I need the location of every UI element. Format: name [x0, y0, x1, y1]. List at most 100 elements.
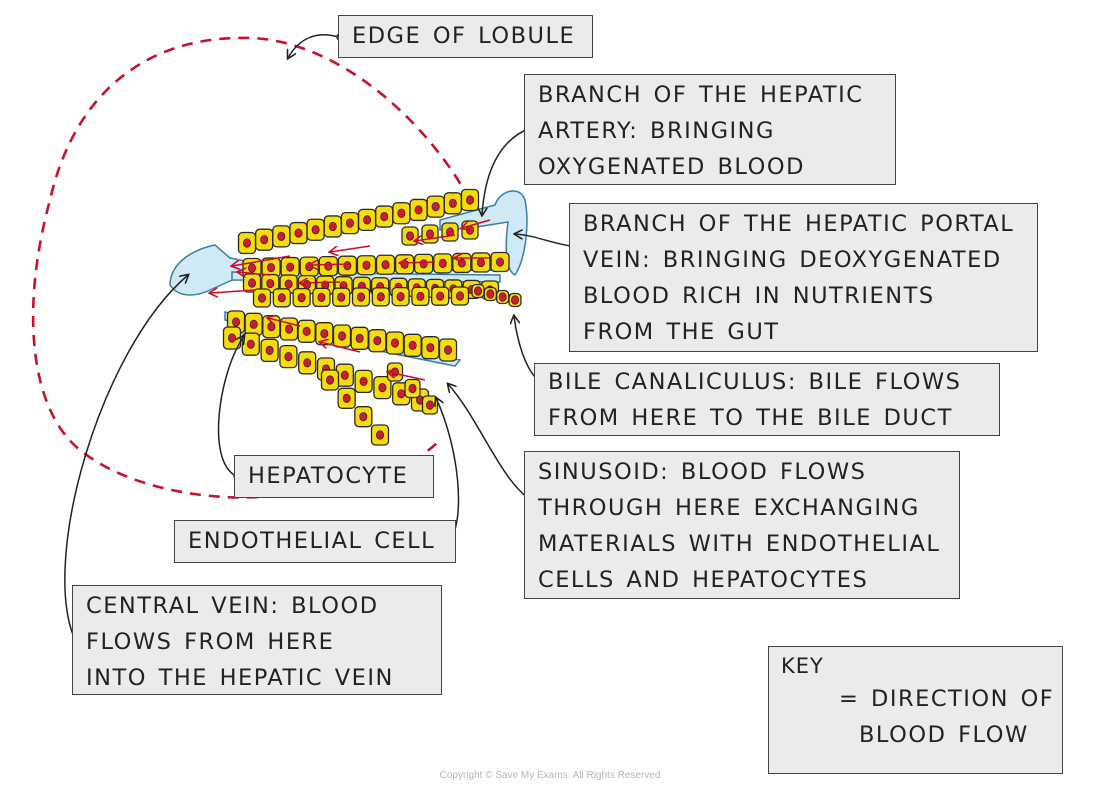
hepatocyte-nucleus [324, 261, 333, 271]
hepatocyte-nucleus [408, 340, 417, 350]
hepatocyte-nucleus [246, 339, 255, 349]
hepatocyte-nucleus [359, 412, 368, 422]
central-vein-label: CENTRAL VEIN: BLOOD FLOWS FROM HERE INTO… [72, 585, 442, 695]
hepatocyte-nucleus [284, 279, 293, 289]
key-line-2: BLOOD FLOW [859, 722, 1029, 748]
hepatocyte-nucleus [443, 345, 452, 355]
hepatocyte-nucleus [495, 257, 504, 267]
hepatocyte-nucleus [436, 291, 445, 301]
hepatic-artery-label: BRANCH OF THE HEPATIC ARTERY: BRINGING O… [524, 74, 896, 185]
hepatocyte-nucleus [355, 333, 364, 343]
hepatocyte-nucleus [302, 280, 311, 290]
hepatocyte-label: HEPATOCYTE [234, 455, 434, 498]
hepatocyte-nucleus [380, 211, 389, 222]
hepatocyte-nucleus [249, 319, 258, 329]
flow-arrow [310, 264, 351, 265]
hepatocyte-nucleus [337, 292, 346, 302]
flow-arrow [415, 234, 456, 241]
hepatocyte-cells [222, 188, 522, 446]
hepatocyte-nucleus [267, 262, 276, 273]
hepatocyte-nucleus [303, 358, 312, 368]
hepatocyte-nucleus [425, 400, 434, 410]
hepatocyte-nucleus [448, 198, 457, 208]
flow-arrow [320, 342, 361, 353]
hepatocyte-nucleus [284, 324, 293, 334]
hepatocyte-nucleus [302, 326, 311, 336]
edge-of-lobule-label: EDGE OF LOBULE [338, 15, 593, 58]
hepatocyte-nucleus [390, 367, 399, 377]
hepatocyte-nucleus [476, 257, 485, 268]
hepatocyte-nucleus [342, 393, 351, 403]
hepatocyte-nucleus [431, 202, 440, 212]
hepatocyte-nucleus [277, 231, 286, 241]
hepatocyte-nucleus [376, 292, 385, 302]
hepatocyte-nucleus [396, 291, 405, 302]
hepatocyte-nucleus [400, 259, 409, 269]
hepatocyte-nucleus [247, 278, 256, 288]
flow-arrow [210, 290, 256, 293]
hepatocyte-nucleus [294, 228, 303, 238]
hepatocyte-nucleus [247, 263, 256, 273]
flow-arrow [232, 255, 291, 266]
hepatocyte-nucleus [510, 295, 519, 305]
hepatocyte-nucleus [267, 322, 276, 332]
hepatocyte-nucleus [455, 291, 464, 301]
hepatocyte-nucleus [397, 208, 406, 218]
hepatocyte-nucleus [257, 293, 266, 303]
hepatocyte-nucleus [390, 338, 399, 348]
hepatocyte-nucleus [397, 389, 406, 399]
copyright-text: Copyright © Save My Exams. All Rights Re… [439, 770, 661, 781]
hepatocyte-nucleus [227, 333, 236, 343]
hepatocyte-nucleus [362, 260, 371, 270]
blood-flow-arrows [210, 219, 491, 381]
hepatocyte-nucleus [343, 261, 352, 271]
hepatocyte-nucleus [438, 258, 447, 268]
hepatocyte-nucleus [320, 329, 329, 339]
hepatocyte-nucleus [311, 225, 320, 235]
hepatocyte-nucleus [231, 317, 240, 327]
hepatocyte-nucleus [473, 286, 482, 296]
bile-canaliculus-label: BILE CANALICULUS: BILE FLOWS FROM HERE T… [534, 363, 1000, 436]
flow-arrow [400, 262, 436, 263]
flow-arrow [330, 245, 371, 252]
hepatocyte-nucleus [381, 260, 390, 270]
hepatocyte-nucleus [356, 292, 365, 302]
hepatocyte-nucleus [345, 218, 354, 228]
hepatocyte-nucleus [337, 331, 346, 341]
hepatocyte-nucleus [340, 370, 349, 380]
hepatocyte-nucleus [305, 262, 314, 272]
flow-arrow [462, 219, 491, 228]
hepatocyte-nucleus [419, 259, 428, 269]
hepatocyte-nucleus [375, 430, 384, 440]
key-line-1: = DIRECTION OF [839, 686, 1055, 712]
hepatocyte-nucleus [260, 235, 269, 245]
hepatocyte-nucleus [416, 291, 425, 301]
hepatocyte-nucleus [378, 382, 387, 393]
hepatocyte-nucleus [373, 336, 382, 346]
hepatocyte-nucleus [328, 221, 337, 232]
flow-arrow [268, 318, 301, 327]
hepatocyte-nucleus [414, 205, 423, 215]
hepatocyte-nucleus [465, 195, 474, 205]
hepatocyte-nucleus [359, 376, 368, 386]
hepatocyte-nucleus [242, 238, 251, 248]
hepatic-portal-vein-label: BRANCH OF THE HEPATIC PORTAL VEIN: BRING… [569, 203, 1038, 352]
hepatocyte-nucleus [457, 258, 466, 268]
hepatocyte-nucleus [317, 292, 326, 302]
key-title: KEY [781, 654, 824, 678]
hepatocyte-nucleus [363, 215, 372, 225]
flow-arrow [300, 282, 341, 283]
sinusoid-label: SINUSOID: BLOOD FLOWS THROUGH HERE EXCHA… [524, 451, 960, 599]
hepatocyte-nucleus [265, 345, 274, 355]
hepatocyte-nucleus [498, 292, 507, 302]
endothelial-cell-label: ENDOTHELIAL CELL [174, 520, 456, 563]
flow-arrow [238, 272, 271, 275]
hepatocyte-nucleus [425, 229, 434, 239]
hepatocyte-nucleus [286, 262, 295, 272]
hepatocyte-nucleus [408, 383, 417, 394]
hepatocyte-nucleus [405, 231, 414, 241]
flow-arrow [388, 372, 426, 381]
hepatocyte-nucleus [277, 293, 286, 303]
key-box: KEY = DIRECTION OF BLOOD FLOW [768, 646, 1063, 774]
